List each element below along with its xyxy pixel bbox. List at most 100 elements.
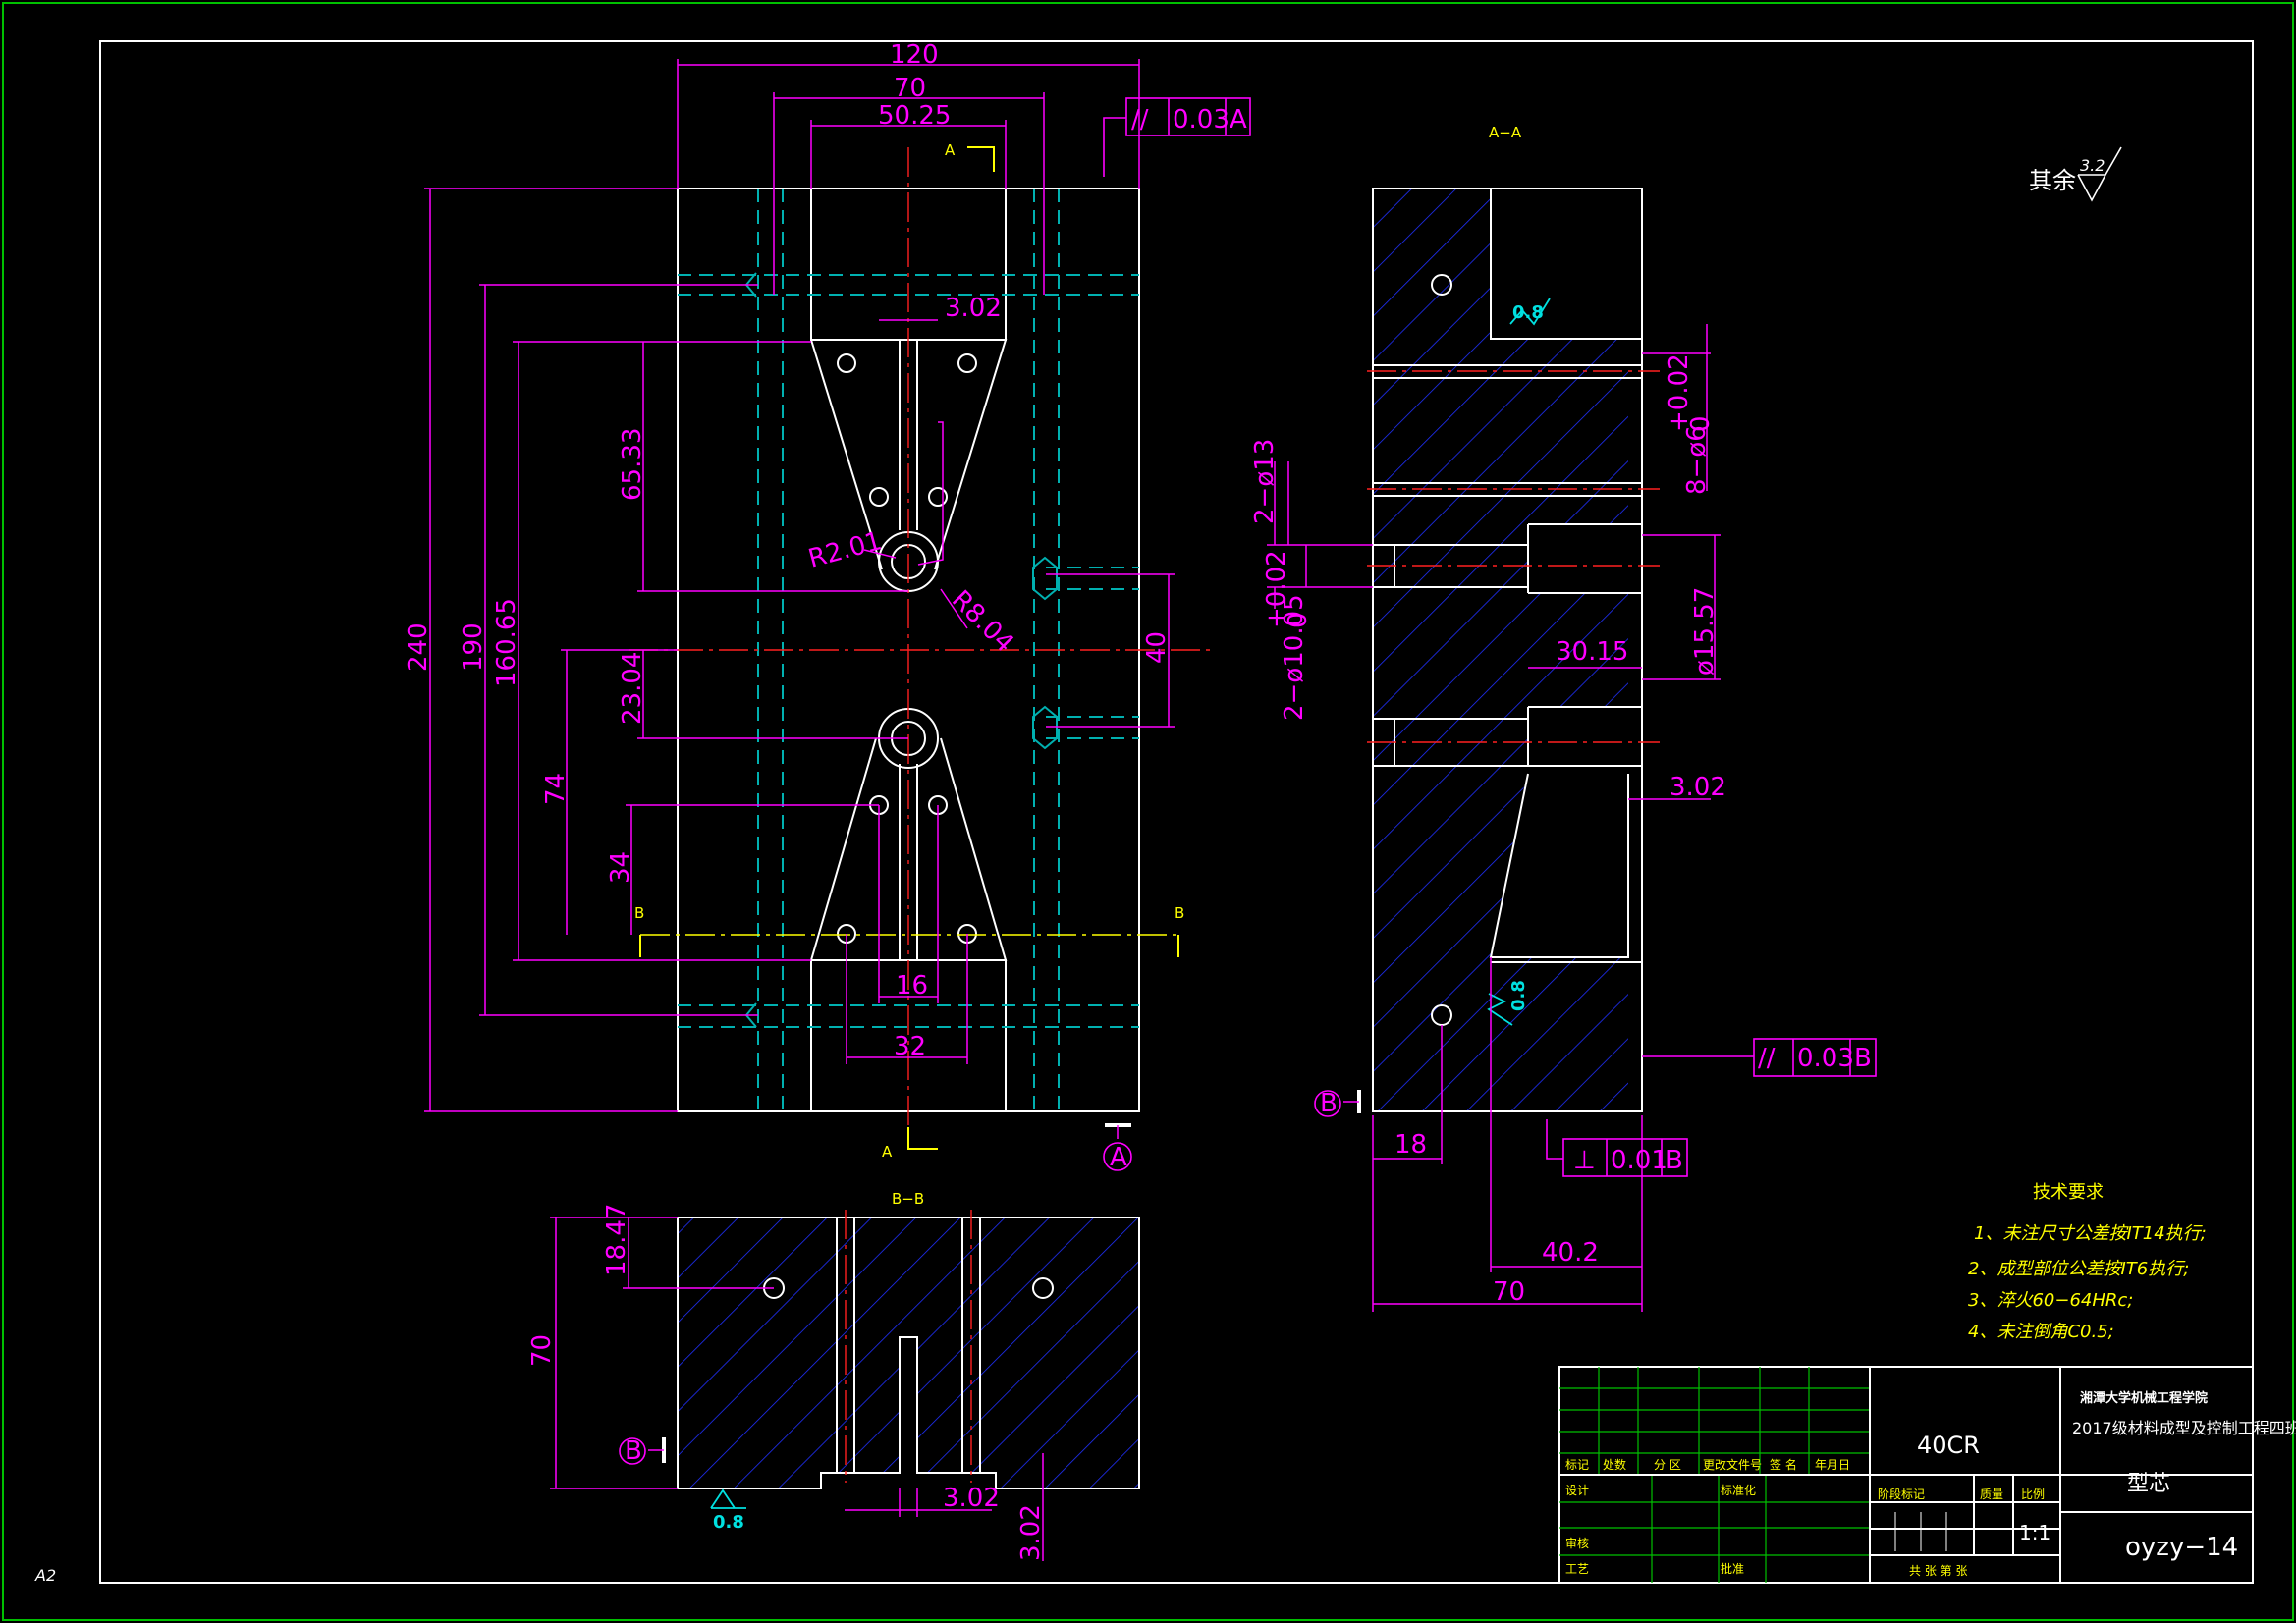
bb-centerlines <box>845 1210 972 1483</box>
dim-40: 40 <box>1142 631 1172 664</box>
tb-header-sign: 签 名 <box>1770 1457 1797 1472</box>
dim-34: 34 <box>606 851 635 884</box>
aa-datum-b: B <box>1314 1089 1361 1118</box>
tb-class: 2017级材料成型及控制工程四班 <box>2072 1419 2296 1437</box>
aa-dim-holes8-tol-lower: 0 <box>1686 415 1716 432</box>
dim-3-02-front: 3.02 <box>945 294 1002 323</box>
dim-190: 190 <box>459 622 488 672</box>
tech-req-item-1: 1、未注尺寸公差按IT14执行; <box>1974 1223 2207 1244</box>
tb-design: 设计 <box>1565 1484 1589 1497</box>
tb-school: 湘潭大学机械工程学院 <box>2080 1390 2208 1406</box>
surface-finish-label: 其余 <box>2029 167 2076 194</box>
tol-a-value: 0.03 <box>1173 105 1230 135</box>
tol-b-par-symbol: // <box>1758 1044 1776 1073</box>
aa-dim-18: 18 <box>1394 1130 1427 1160</box>
general-surface-finish: 其余 3.2 <box>2029 146 2122 202</box>
aa-dim-40-2: 40.2 <box>1542 1238 1599 1268</box>
dim-23-04: 23.04 <box>618 652 647 725</box>
bb-datum-b-letter: B <box>625 1436 642 1466</box>
section-aa-title: A−A <box>1489 124 1522 141</box>
bb-dim-18-47: 18.47 <box>602 1204 631 1276</box>
front-pin-holes <box>837 353 977 944</box>
tol-b-perp-datum: B <box>1666 1146 1683 1175</box>
tb-header-changeno: 更改文件号 <box>1703 1457 1762 1472</box>
drawing-frame <box>99 40 2254 1584</box>
section-aa-view: A−A 0.8 <box>1250 124 1877 1312</box>
aa-roughness-upper: 0.8 <box>1509 298 1551 326</box>
bb-slot-gap <box>900 1337 917 1488</box>
tb-process: 工艺 <box>1565 1562 1589 1576</box>
aa-datum-b-letter: B <box>1320 1089 1338 1118</box>
aa-roughness-lower-value: 0.8 <box>1508 980 1529 1011</box>
dim-16: 16 <box>896 971 928 1001</box>
bb-datum-b: B <box>619 1436 666 1466</box>
aa-void-lower <box>1528 707 1642 766</box>
tb-standardize: 标准化 <box>1721 1484 1756 1497</box>
aa-dim-holes8-tol-upper: +0.02 <box>1665 353 1694 432</box>
dim-r8-04: R8.04 <box>946 585 1019 659</box>
section-a-marker-bottom <box>907 1127 938 1150</box>
tb-check: 审核 <box>1565 1536 1589 1550</box>
bb-bottom-notch <box>821 1473 996 1488</box>
dim-74: 74 <box>541 773 571 805</box>
tol-b-par-value: 0.03 <box>1797 1044 1854 1073</box>
dim-120: 120 <box>890 40 939 70</box>
tol-a-symbol: // <box>1131 105 1149 135</box>
aa-roughness-upper-value: 0.8 <box>1512 302 1544 323</box>
aa-roughness-lower: 0.8 <box>1487 980 1529 1026</box>
front-centerlines <box>629 147 1213 1149</box>
parallelism-frame-b: // 0.03 B <box>1642 1038 1877 1077</box>
tb-sheets: 共 张 第 张 <box>1909 1564 1967 1578</box>
bb-dim-3-02-h: 3.02 <box>943 1484 1000 1513</box>
dim-70-top: 70 <box>894 74 926 103</box>
tb-header-date: 年月日 <box>1815 1458 1850 1472</box>
dim-65-33: 65.33 <box>618 428 647 501</box>
parallelism-frame-a: // 0.03 A <box>1103 97 1251 177</box>
aa-dim-holes2-tol-lower: 0 <box>1284 612 1313 628</box>
aa-dim-holes2-tol-upper: +0.02 <box>1262 550 1291 628</box>
aa-dim-holes2-13: 2−ø13 <box>1250 439 1280 524</box>
datum-a-letter: A <box>1110 1143 1127 1172</box>
aa-dimension-lines <box>1267 324 1721 1312</box>
tb-weight: 质量 <box>1980 1488 2003 1501</box>
dim-50-25: 50.25 <box>878 101 951 131</box>
tb-stage-mark: 阶段标记 <box>1878 1487 1925 1501</box>
tech-req-title: 技术要求 <box>2033 1182 2104 1203</box>
aa-dim-holes8: 8−ø6 <box>1682 425 1712 495</box>
technical-requirements: 技术要求 1、未注尺寸公差按IT14执行; 2、成型部位公差按IT6执行; 3、… <box>1968 1182 2207 1342</box>
aa-dim-30-15: 30.15 <box>1556 637 1628 667</box>
front-dimension-lines <box>424 59 1175 1112</box>
tech-req-item-4: 4、未注倒角C0.5; <box>1968 1322 2114 1342</box>
section-b-label-left: B <box>634 904 644 922</box>
tech-req-item-2: 2、成型部位公差按IT6执行; <box>1968 1259 2189 1279</box>
bb-dimension-lines <box>550 1217 1044 1561</box>
section-a-marker-top <box>967 146 995 172</box>
bb-hole-right <box>1032 1277 1054 1299</box>
bb-roughness-value: 0.8 <box>713 1512 744 1533</box>
tb-header-mark: 标记 <box>1565 1458 1589 1472</box>
dim-32: 32 <box>894 1032 926 1061</box>
section-bb-view: B−B 18.47 70 3.02 3.02 <box>527 1190 1140 1561</box>
bb-outline <box>677 1217 1140 1489</box>
tol-b-perp-symbol: ⊥ <box>1573 1146 1596 1175</box>
sheet-size-label: A2 <box>34 1566 56 1585</box>
aa-cavity-lower <box>1491 766 1628 957</box>
section-b-marker <box>639 935 1179 957</box>
bb-dim-70: 70 <box>527 1334 557 1367</box>
bb-roughness: 0.8 <box>710 1488 746 1533</box>
aa-dim-d1557: ø15.57 <box>1690 587 1720 676</box>
perpendicularity-frame-b: ⊥ 0.01 B <box>1546 1119 1688 1177</box>
datum-a: A <box>1103 1123 1132 1172</box>
upper-runner <box>899 340 918 530</box>
lower-runner <box>899 764 918 960</box>
aa-dim-holes2-1005: 2−ø10.05 <box>1280 594 1309 721</box>
section-a-label-bottom: A <box>882 1143 893 1161</box>
tb-material: 40CR <box>1917 1432 1980 1459</box>
tb-drawing-no: oyzy−14 <box>2125 1533 2238 1562</box>
tol-a-datum: A <box>1230 105 1247 135</box>
tech-req-item-3: 3、淬火60−64HRc; <box>1968 1290 2133 1311</box>
section-a-label-top: A <box>945 141 956 159</box>
dim-r2-01: R2.01 <box>805 526 885 574</box>
